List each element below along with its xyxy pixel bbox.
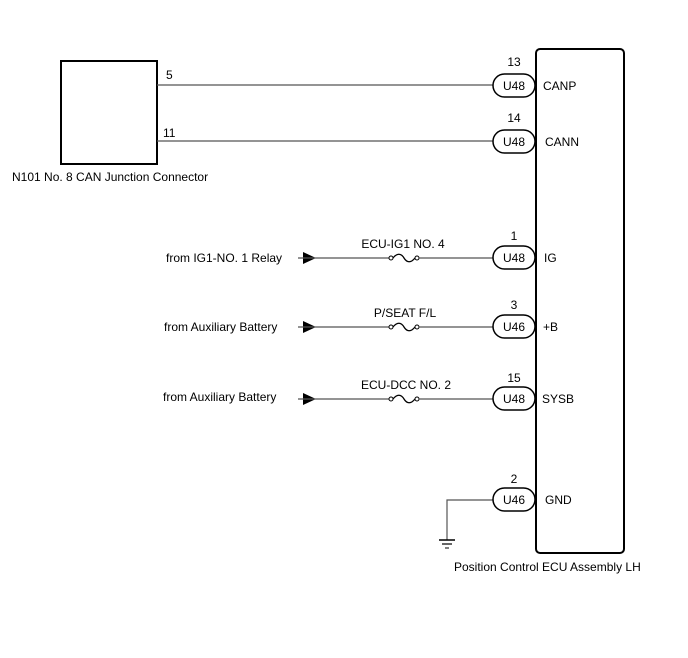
fuse-icon — [388, 394, 420, 404]
signal-name: CANP — [543, 79, 576, 93]
fuse-label-ecu-dcc-no2: ECU-DCC NO. 2 — [361, 378, 451, 392]
terminal-plus-b: 3 U46 +B — [492, 298, 558, 339]
fuse-icon — [388, 322, 420, 332]
signal-name: IG — [544, 251, 557, 265]
ig-source-label: from IG1-NO. 1 Relay — [166, 251, 282, 265]
connector-oval — [492, 386, 536, 411]
can-junction-connector-box — [60, 60, 158, 165]
connector-code: U48 — [503, 251, 525, 265]
pin-number: 1 — [511, 229, 518, 243]
plus-b-source-label: from Auxiliary Battery — [164, 320, 277, 334]
junction-pin-11: 11 — [163, 126, 176, 140]
terminal-ig: 1 U48 IG — [492, 229, 557, 270]
fuse-icon — [388, 253, 420, 263]
connector-code: U46 — [503, 493, 525, 507]
connector-code: U46 — [503, 320, 525, 334]
connector-oval — [492, 314, 536, 339]
fuse-label-pseat-fl: P/SEAT F/L — [374, 306, 437, 320]
signal-name: GND — [545, 493, 572, 507]
connector-code: U48 — [503, 135, 525, 149]
pin-number: 14 — [507, 111, 521, 125]
connector-oval — [492, 487, 536, 512]
pin-number: 2 — [511, 472, 518, 486]
pin-number: 13 — [507, 55, 521, 69]
fuse-label-ecu-ig1-no4: ECU-IG1 NO. 4 — [361, 237, 445, 251]
connector-oval — [492, 73, 536, 98]
connector-code: U48 — [503, 79, 525, 93]
junction-pin-5: 5 — [166, 68, 173, 82]
connector-code: U48 — [503, 392, 525, 406]
terminal-gnd: 2 U46 GND — [492, 472, 572, 512]
can-junction-connector-label: N101 No. 8 CAN Junction Connector — [12, 170, 208, 184]
terminal-canp: 13 U48 CANP — [492, 55, 576, 98]
terminal-sysb: 15 U48 SYSB — [492, 371, 574, 411]
pin-number: 3 — [511, 298, 518, 312]
signal-name: SYSB — [542, 392, 574, 406]
position-control-ecu-box — [535, 48, 625, 554]
connector-oval — [492, 129, 536, 154]
ecu-label: Position Control ECU Assembly LH — [454, 560, 641, 574]
connector-oval — [492, 245, 536, 270]
ground-icon — [439, 539, 455, 549]
signal-name: CANN — [545, 135, 579, 149]
pin-number: 15 — [507, 371, 521, 385]
terminal-cann: 14 U48 CANN — [492, 111, 579, 154]
gnd-wire — [446, 499, 494, 540]
signal-name: +B — [543, 320, 558, 334]
sysb-source-label: from Auxiliary Battery — [163, 390, 276, 404]
